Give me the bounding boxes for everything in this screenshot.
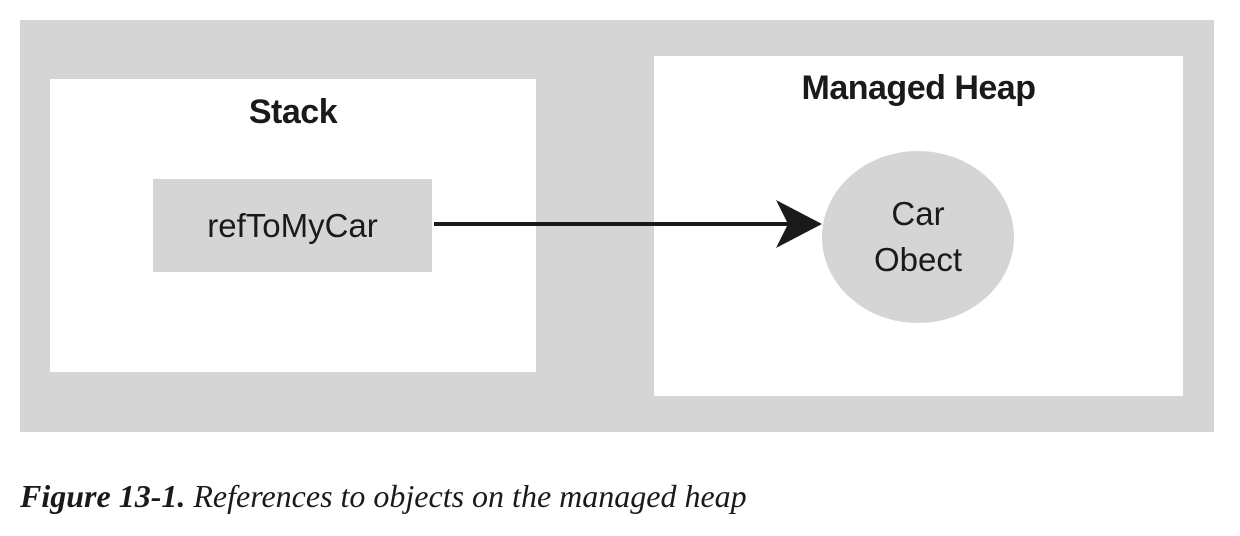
managed-heap-panel: Managed Heap Car Obect xyxy=(654,56,1183,396)
stack-panel: Stack refToMyCar xyxy=(50,79,536,372)
car-object-label-line2: Obect xyxy=(873,241,963,278)
managed-heap-title: Managed Heap xyxy=(801,69,1036,107)
diagram-frame: Stack refToMyCar Managed Heap Car Obect xyxy=(20,20,1214,432)
figure-caption-text: References to objects on the managed hea… xyxy=(193,478,747,514)
stack-title: Stack xyxy=(248,93,338,131)
figure-caption: Figure 13-1. References to objects on th… xyxy=(20,478,747,515)
reference-variable-label: refToMyCar xyxy=(207,206,378,244)
car-object-node: Car Obect xyxy=(822,151,1014,323)
car-object-label-line1: Car xyxy=(891,195,945,232)
reference-variable-box: refToMyCar xyxy=(153,179,432,272)
figure-caption-label: Figure 13-1. xyxy=(20,478,186,514)
